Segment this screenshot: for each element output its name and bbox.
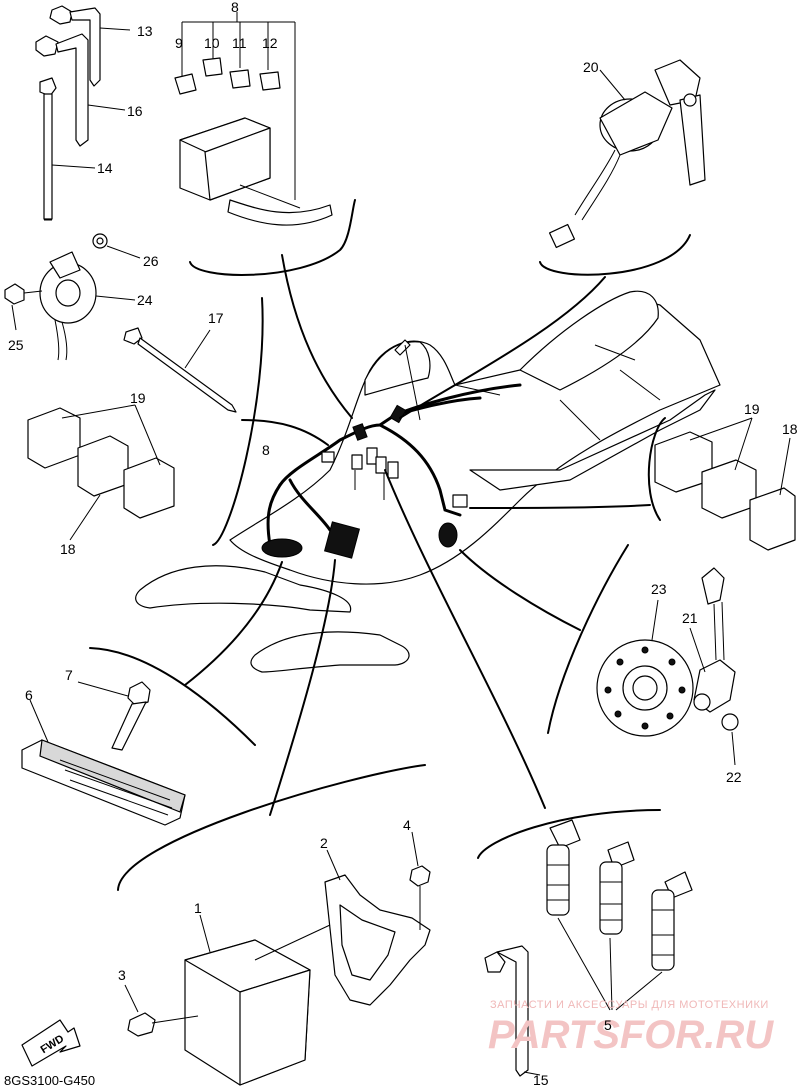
callout-25: 25 bbox=[8, 337, 24, 353]
callout-21: 21 bbox=[682, 610, 698, 626]
watermark: ЗАПЧАСТИ И АКСЕССУАРЫ ДЛЯ МОТОТЕХНИКИ PA… bbox=[488, 999, 774, 1057]
callout-14: 14 bbox=[97, 160, 113, 176]
plug-caps-group bbox=[484, 819, 693, 1077]
leader-lines bbox=[89, 199, 691, 891]
module-group-left bbox=[21, 681, 186, 826]
watermark-tagline: ЗАПЧАСТИ И АКСЕССУАРЫ ДЛЯ МОТОТЕХНИКИ bbox=[490, 999, 769, 1011]
callout-17: 17 bbox=[208, 310, 224, 326]
callout-18-right: 18 bbox=[782, 421, 798, 437]
fuse-box-group bbox=[174, 12, 333, 226]
callout-2: 2 bbox=[320, 835, 328, 851]
callout-3: 3 bbox=[118, 967, 126, 983]
callout-5: 5 bbox=[604, 1017, 612, 1033]
cable-ties-group bbox=[35, 5, 131, 221]
relays-right bbox=[654, 417, 796, 551]
diagram-code: 8GS3100-G450 bbox=[4, 1073, 95, 1088]
sensor-group-left bbox=[4, 233, 141, 361]
callout-23: 23 bbox=[651, 581, 667, 597]
callout-9: 9 bbox=[175, 35, 183, 51]
callout-18-left: 18 bbox=[60, 541, 76, 557]
callout-4: 4 bbox=[403, 817, 411, 833]
callout-8-mid: 8 bbox=[262, 442, 270, 458]
callout-15: 15 bbox=[533, 1072, 549, 1088]
rotor-group bbox=[596, 567, 739, 766]
callout-19-right: 19 bbox=[744, 401, 760, 417]
callout-7: 7 bbox=[65, 667, 73, 683]
snowmobile-illustration bbox=[135, 290, 721, 673]
callout-24: 24 bbox=[137, 292, 153, 308]
callout-20: 20 bbox=[583, 59, 599, 75]
watermark-brand: PARTSFOR.RU bbox=[488, 1013, 774, 1057]
cable-tie-17 bbox=[123, 327, 237, 413]
callout-12: 12 bbox=[262, 35, 278, 51]
callout-6: 6 bbox=[25, 687, 33, 703]
callout-16: 16 bbox=[127, 103, 143, 119]
callout-8-top: 8 bbox=[231, 0, 239, 15]
ignition-switch-group bbox=[548, 59, 706, 249]
callout-11: 11 bbox=[232, 35, 247, 51]
relays-left bbox=[27, 404, 175, 541]
callout-22: 22 bbox=[726, 769, 742, 785]
callout-10: 10 bbox=[204, 35, 220, 51]
callout-labels: 8 9 10 11 12 13 16 14 20 26 24 25 17 19 … bbox=[8, 0, 798, 1088]
callout-26: 26 bbox=[143, 253, 159, 269]
callout-19-left: 19 bbox=[130, 390, 146, 406]
ecu-group bbox=[21, 831, 431, 1086]
callout-13: 13 bbox=[137, 23, 153, 39]
callout-1: 1 bbox=[194, 900, 202, 916]
